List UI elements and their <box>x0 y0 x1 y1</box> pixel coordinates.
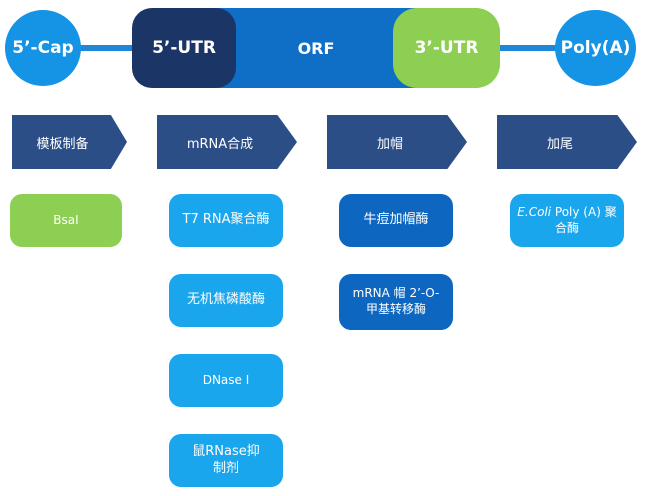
polya-label: Poly(A) <box>560 38 631 58</box>
enzyme-label: 鼠RNase抑制剂 <box>192 443 260 476</box>
step-tailing: 加尾 <box>497 115 637 169</box>
enzyme-label: E.Coli Poly (A) 聚合酶 <box>516 205 618 236</box>
enzyme-label: 无机焦磷酸酶 <box>186 292 265 308</box>
step-mrna-synthesis: mRNA合成 <box>157 115 297 169</box>
utr5-segment: 5’-UTR <box>132 8 236 88</box>
connector-right <box>495 45 563 51</box>
cap5-node: 5’-Cap <box>5 10 81 86</box>
connector-left <box>80 45 140 51</box>
enzyme-methyltransferase: mRNA 帽 2’-O-甲基转移酶 <box>339 274 453 330</box>
enzyme-name: Poly (A) 聚合酶 <box>551 204 617 235</box>
utr3-label: 3’-UTR <box>414 38 479 58</box>
enzyme-polya-polymerase: E.Coli Poly (A) 聚合酶 <box>510 194 624 247</box>
enzyme-bsai: BsaI <box>10 194 122 247</box>
cap5-label: 5’-Cap <box>12 38 74 58</box>
step-label: 加尾 <box>546 136 573 152</box>
enzyme-dnase: DNase I <box>169 354 283 407</box>
step-capping: 加帽 <box>327 115 467 169</box>
step-label: mRNA合成 <box>186 136 254 152</box>
enzyme-label: 牛痘加帽酶 <box>363 212 429 228</box>
utr3-segment: 3’-UTR <box>393 8 500 88</box>
enzyme-label: DNase I <box>202 372 250 387</box>
organism-name: E.Coli <box>517 204 552 219</box>
utr5-label: 5’-UTR <box>152 38 216 58</box>
orf-label: ORF <box>297 38 335 58</box>
polya-node: Poly(A) <box>555 10 636 86</box>
step-label: 加帽 <box>376 136 403 152</box>
enzyme-pyrophosphatase: 无机焦磷酸酶 <box>169 274 283 327</box>
enzyme-label: BsaI <box>53 212 79 227</box>
enzyme-label: mRNA 帽 2’-O-甲基转移酶 <box>352 286 440 316</box>
step-template-prep: 模板制备 <box>12 115 127 169</box>
enzyme-t7-rna-polymerase: T7 RNA聚合酶 <box>169 194 283 247</box>
enzyme-label: T7 RNA聚合酶 <box>182 212 270 228</box>
enzyme-vaccinia-capping: 牛痘加帽酶 <box>339 194 453 247</box>
enzyme-rnase-inhibitor: 鼠RNase抑制剂 <box>169 434 283 487</box>
step-label: 模板制备 <box>36 136 89 152</box>
